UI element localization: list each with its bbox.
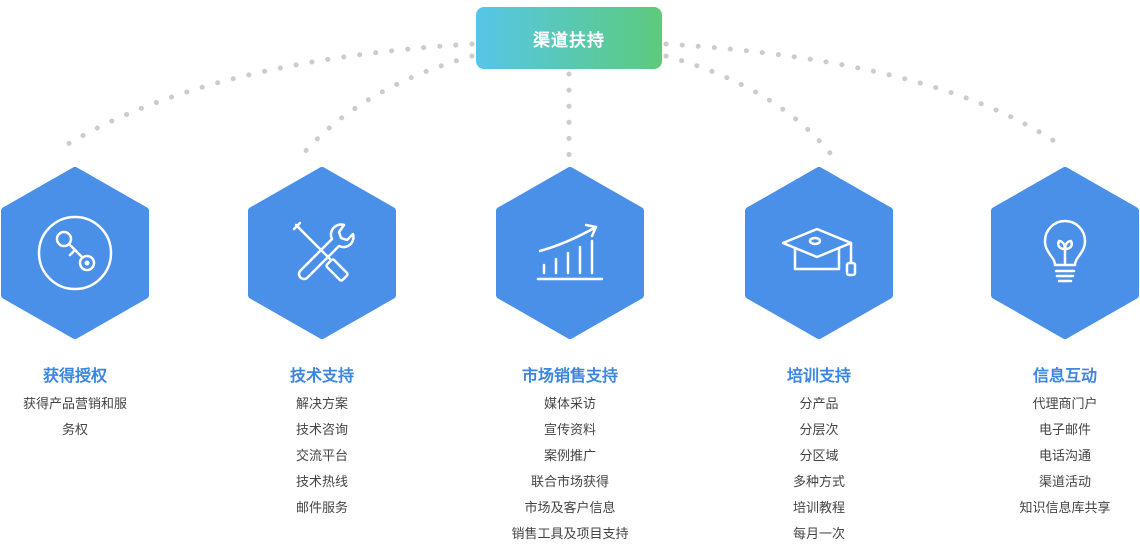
growth-chart-icon [536, 223, 604, 281]
list-item: 联合市场获得 [530, 475, 609, 490]
column-info-interaction: 信息互动 代理商门户电子邮件电话沟通渠道活动知识信息库共享 [965, 362, 1140, 522]
list-item: 多种方式 [792, 475, 845, 490]
list-item: 媒体采访 [543, 397, 596, 412]
list-item: 培训教程 [792, 501, 845, 516]
list-item: 邮件服务 [295, 501, 348, 516]
list-item: 渠道活动 [1038, 475, 1091, 490]
list-item: 分层次 [799, 423, 839, 438]
column-tech-support: 技术支持 解决方案技术咨询交流平台技术热线邮件服务 [222, 362, 422, 522]
connector-right-outer [663, 41, 1057, 144]
column-title: 获得授权 [42, 366, 107, 385]
connector-right-inner [663, 53, 837, 161]
list-item: 分产品 [799, 397, 839, 412]
list-item: 销售工具及项目支持 [511, 527, 629, 542]
hex-info-interaction [989, 167, 1140, 339]
hex-training-support [743, 167, 895, 339]
column-title: 市场销售支持 [521, 366, 618, 385]
list-item: 解决方案 [295, 397, 348, 412]
list-item: 技术咨询 [295, 423, 348, 438]
column-items: 代理商门户电子邮件电话沟通渠道活动知识信息库共享 [965, 392, 1140, 522]
lightbulb-icon [1043, 219, 1087, 283]
list-item: 宣传资料 [543, 423, 596, 438]
column-authorization: 获得授权 获得产品营销和服务权 [0, 362, 175, 444]
hex-tech-support [246, 167, 398, 339]
hex-authorization [0, 167, 151, 339]
graduation-cap-icon [781, 227, 857, 277]
hexagon-shape [745, 167, 893, 339]
column-items: 媒体采访宣传资料案例推广联合市场获得市场及客户信息销售工具及项目支持 [470, 392, 670, 548]
list-item: 获得产品营销和服 [22, 397, 127, 412]
connector-left-inner [299, 53, 475, 158]
list-item: 务权 [61, 423, 88, 438]
column-items: 解决方案技术咨询交流平台技术热线邮件服务 [222, 392, 422, 522]
connector-left-outer [65, 41, 475, 147]
hexagon-shape [248, 167, 396, 339]
list-item: 分区域 [799, 449, 839, 464]
list-item: 电话沟通 [1038, 449, 1091, 464]
column-training-support: 培训支持 分产品分层次分区域多种方式培训教程每月一次 [719, 362, 919, 548]
list-item: 技术热线 [295, 475, 348, 490]
list-item: 知识信息库共享 [1019, 501, 1111, 516]
tools-icon [292, 221, 355, 282]
hexagon-shape [496, 167, 644, 339]
list-item: 市场及客户信息 [524, 501, 616, 516]
column-title: 信息互动 [1032, 366, 1097, 385]
column-items: 获得产品营销和服务权 [0, 392, 175, 444]
column-items: 分产品分层次分区域多种方式培训教程每月一次 [719, 392, 919, 548]
list-item: 代理商门户 [1032, 397, 1098, 412]
hub-label: 渠道扶持 [533, 30, 605, 51]
list-item: 电子邮件 [1038, 423, 1091, 438]
hex-marketing-support [494, 167, 646, 339]
hub-channel-support: 渠道扶持 [476, 7, 662, 69]
column-title: 技术支持 [289, 366, 354, 385]
key-icon [37, 215, 113, 291]
list-item: 交流平台 [295, 449, 348, 464]
list-item: 每月一次 [792, 527, 845, 542]
hexagon-shape [1, 167, 149, 339]
column-marketing-support: 市场销售支持 媒体采访宣传资料案例推广联合市场获得市场及客户信息销售工具及项目支… [470, 362, 670, 548]
column-title: 培训支持 [786, 366, 851, 385]
list-item: 案例推广 [543, 449, 596, 464]
